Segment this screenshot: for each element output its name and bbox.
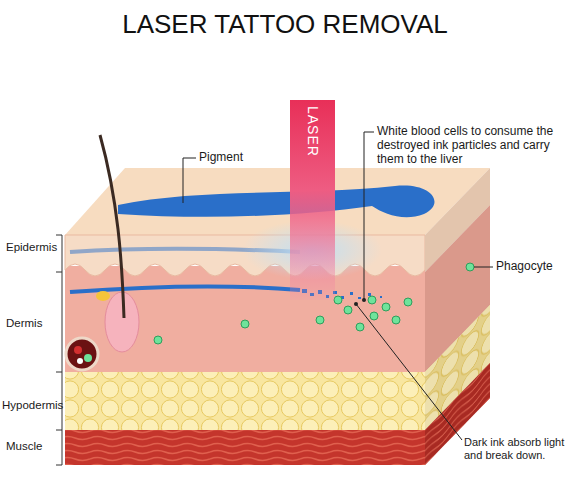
dermis-layer: [65, 266, 425, 372]
part-label: Phagocyte: [496, 260, 568, 274]
note-label: White blood cells to consume the destroy…: [377, 125, 562, 166]
leader-lines: [183, 132, 493, 440]
beam-label: LASER: [305, 106, 321, 157]
layer-label: Hypodermis: [2, 399, 62, 412]
note-label: Dark ink absorb light and break down.: [464, 436, 570, 461]
layer-label: Muscle: [6, 440, 62, 453]
muscle-layer: [65, 430, 425, 465]
side-face: [425, 168, 490, 465]
layer-label: Dermis: [6, 317, 62, 330]
fat-cells: [65, 372, 425, 430]
hair-shaft: [100, 135, 124, 318]
layer-label: Epidermis: [6, 241, 62, 254]
laser-beam: LASER: [290, 100, 335, 300]
muscle-fibres: [65, 430, 425, 465]
sebaceous-gland: [96, 291, 110, 301]
hypodermis-layer: [65, 372, 425, 430]
layer-brackets: [56, 235, 62, 465]
pigment-shape: [118, 186, 434, 218]
part-label: Pigment: [199, 151, 279, 165]
diagram-title: LASER TATTOO REMOVAL: [0, 10, 570, 40]
blood-vessel: [66, 338, 98, 370]
